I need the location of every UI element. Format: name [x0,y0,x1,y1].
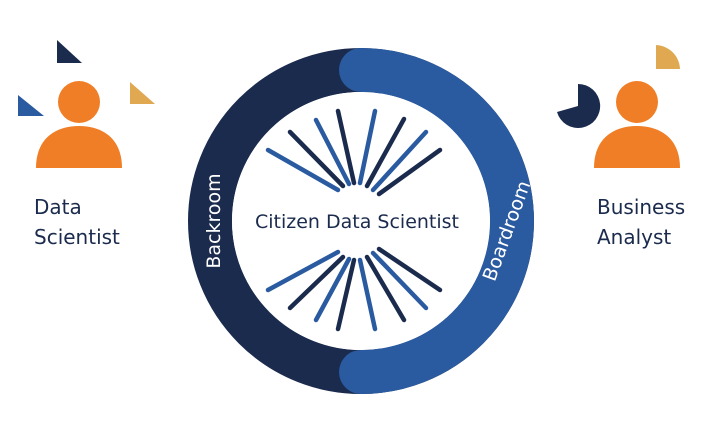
business-analyst-label-line1: Business [597,195,686,219]
data-scientist-label-line2: Scientist [34,225,120,249]
burst-line [287,254,346,311]
blue-triangle-shape [18,95,44,116]
burst-line [313,256,352,323]
backroom-label: Backroom [203,173,225,268]
burst-line [335,108,357,186]
burst-line [265,249,341,293]
burst-line [357,257,378,332]
burst-line [313,117,352,187]
navy-pacman-shape [557,83,601,128]
burst-line [335,257,357,332]
data-scientist-label: Data Scientist [34,192,120,252]
burst-line [364,116,407,189]
ring-inner-fill [232,92,490,350]
burst-line [370,129,429,193]
business-analyst-label-line2: Analyst [597,225,672,249]
navy-triangle-shape [57,40,82,63]
gold-triangle-shape [130,82,155,104]
gold-quarter-shape [656,45,680,69]
business-analyst-label: Business Analyst [597,192,685,252]
data-scientist-person-icon [36,81,122,168]
burst-line [287,129,346,189]
business-analyst-person-icon [594,81,680,168]
burst-line [265,147,341,193]
center-label: Citizen Data Scientist [255,211,459,233]
ring-blue-arc [339,48,534,394]
burst-lines [265,108,443,332]
burst-line [357,108,378,186]
burst-line [364,254,407,323]
burst-line [370,250,429,311]
burst-line [376,246,443,293]
data-scientist-label-line1: Data [34,195,82,219]
burst-line [376,147,443,197]
